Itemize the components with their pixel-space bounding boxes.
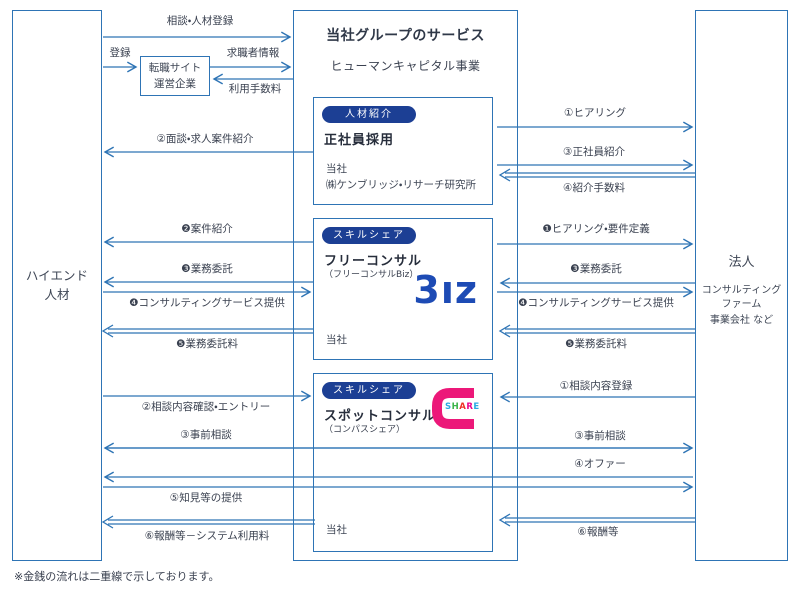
group-services-title: 当社グループのサービス <box>326 28 485 44</box>
money-arrow-reward-system <box>101 515 315 529</box>
money-arrow-outsourcing-fee-left <box>101 324 313 338</box>
highend-talent-box: ハイエンド 人材 <box>12 10 102 561</box>
flow-label-hearing: ①ヒアリング <box>564 107 626 119</box>
flow-label-reward: ⑥報酬等 <box>577 526 619 538</box>
money-flow-note: ※金銭の流れは二重線で示しております。 <box>14 570 220 583</box>
corporation-desc-1: コンサルティング <box>701 285 782 296</box>
compass-share-c-icon <box>432 388 474 429</box>
money-arrow-outsourcing-fee-right <box>498 324 695 338</box>
flow-label-case-intro: ❷案件紹介 <box>181 223 233 235</box>
flow-label-consult-register-corp: ①相談内容登録 <box>559 380 633 392</box>
flow-label-fulltime-intro: ③正社員紹介 <box>563 146 625 158</box>
corporation-label: 法人 <box>728 255 755 270</box>
service-sub-freeconsul: （フリーコンサルBiz） <box>324 270 419 280</box>
service-card-freeconsul: スキルシェア フリーコンサル （フリーコンサルBiz） 3ız 当社 <box>313 218 493 360</box>
company-line: 当社 <box>326 163 347 175</box>
company-line: 当社 <box>326 334 347 346</box>
flow-label-reward-system: ⑥報酬等－システム利用料 <box>144 530 270 542</box>
service-sub-spotconsul: （コンパスシェア） <box>324 425 406 435</box>
service-title-fulltime: 正社員採用 <box>324 133 395 148</box>
flow-label-offer: ④オファー <box>574 458 626 470</box>
flow-label-knowledge: ⑤知見等の提供 <box>169 492 243 504</box>
service-card-spotconsul: スキルシェア スポットコンサル （コンパスシェア） SHARE 当社 <box>313 373 493 552</box>
badge-jinzai-shokai: 人材紹介 <box>322 106 416 123</box>
flow-label-prior-consult-right: ③事前相談 <box>574 430 626 442</box>
flow-label-outsourcing-left: ❸業務委託 <box>181 263 233 275</box>
company-line: 当社 <box>326 524 347 536</box>
flow-label-outsourcing-fee-left: ❺業務委託料 <box>176 338 238 350</box>
flow-label-consult-confirm: ②相談内容確認・エントリー <box>141 401 271 413</box>
flow-label-intro-fee: ④紹介手数料 <box>563 182 625 194</box>
flow-label-register: 登録 <box>109 47 131 59</box>
biz-logo: 3ız <box>413 268 478 312</box>
service-title-spotconsul: スポットコンサル <box>324 409 437 424</box>
flow-label-consulting-left: ❹コンサルティングサービス提供 <box>129 297 285 309</box>
flow-label-interview-intro: ②面談・求人案件紹介 <box>156 133 254 145</box>
corporation-desc-3: 事業会社 など <box>709 315 774 326</box>
group-services-subtitle: ヒューマンキャピタル事業 <box>330 59 481 73</box>
money-arrow-reward <box>498 513 695 527</box>
flow-label-outsourcing-fee-right: ❺業務委託料 <box>565 338 627 350</box>
service-card-fulltime: 人材紹介 正社員採用 当社 ㈱ケンブリッジ・リサーチ研究所 <box>313 97 493 205</box>
badge-skillshare-2: スキルシェア <box>322 382 416 399</box>
money-arrow-intro-fee <box>498 168 695 182</box>
flow-label-hearing-requirements: ❶ヒアリング・要件定義 <box>542 223 650 235</box>
company-line: ㈱ケンブリッジ・リサーチ研究所 <box>326 179 476 191</box>
flow-label-outsourcing-right: ❸業務委託 <box>570 263 622 275</box>
highend-talent-label: ハイエンド 人材 <box>25 267 89 302</box>
flow-label-jobseeker-info: 求職者情報 <box>226 47 280 59</box>
job-site-label: 転職サイト 運営企業 <box>148 61 202 90</box>
corporation-box: 法人 コンサルティング ファーム 事業会社 など <box>695 10 788 561</box>
corporation-desc-2: ファーム <box>721 299 762 310</box>
job-site-box: 転職サイト 運営企業 <box>140 56 210 96</box>
share-wordmark: SHARE <box>443 402 482 413</box>
service-title-freeconsul: フリーコンサル <box>324 254 423 269</box>
flow-label-prior-consult-left: ③事前相談 <box>180 429 232 441</box>
flow-label-consulting-right: ❹コンサルティングサービス提供 <box>518 297 674 309</box>
badge-skillshare-1: スキルシェア <box>322 227 416 244</box>
flow-label-consult-register: 相談・人材登録 <box>166 15 234 27</box>
compass-share-logo: SHARE <box>430 386 488 432</box>
flow-label-usage-fee: 利用手数料 <box>228 83 282 95</box>
